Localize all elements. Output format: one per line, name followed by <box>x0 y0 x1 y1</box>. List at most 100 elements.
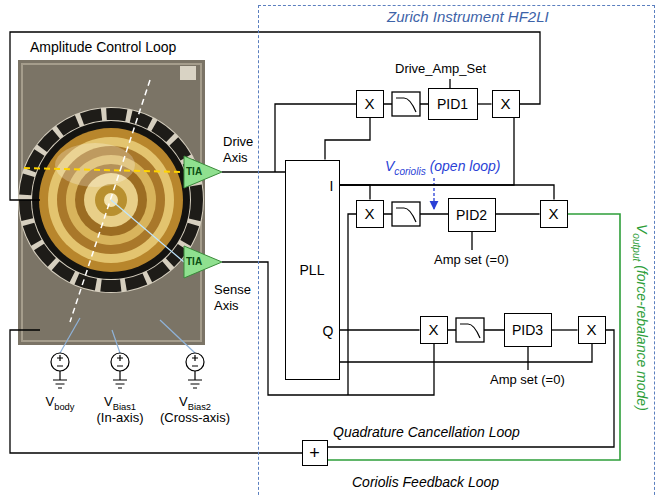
signal-name: (force-rebalance mode) <box>634 265 650 411</box>
node-text: Zurich Instrument HF2LI <box>387 8 549 26</box>
signal-wire <box>340 344 593 363</box>
node-text: PLL <box>300 262 325 278</box>
chip-substrate <box>18 60 205 345</box>
filter-curve <box>396 98 416 112</box>
amplifier-symbol <box>184 156 222 188</box>
setpoint-label: Amp set (=0) <box>434 252 509 268</box>
wires <box>10 32 540 453</box>
mixer-box: X <box>492 90 520 118</box>
signal-name: Vcoriolis (open loop) <box>385 158 500 180</box>
source-label: V <box>104 394 113 409</box>
axis-line <box>70 80 150 322</box>
loop-name: Amplitude Control Loop <box>30 39 176 55</box>
pid-box: PID1 <box>428 88 478 120</box>
source-label: Bias2 <box>188 402 211 412</box>
wire <box>10 330 302 453</box>
source-note: (Cross-axis) <box>160 410 230 425</box>
axis-label: Sense Axis <box>214 282 256 314</box>
signal-name: output <box>631 233 642 261</box>
mixer-box: X <box>356 200 384 228</box>
axis-line <box>111 200 184 262</box>
source-label: V <box>46 394 55 409</box>
wire <box>222 262 434 395</box>
mixer-box: X <box>540 200 568 228</box>
leader-line <box>112 330 120 353</box>
leader-line <box>60 318 80 353</box>
source-note: (Cross-axis) <box>160 410 230 426</box>
signal-wire <box>328 330 615 447</box>
electrode-slots <box>25 114 197 286</box>
wire <box>449 79 450 88</box>
node-text: X <box>500 96 510 112</box>
node-text: X <box>364 96 374 112</box>
pid-box: PID2 <box>448 198 496 232</box>
source-label: Bias1 <box>113 402 136 412</box>
signal-name: V <box>385 158 394 174</box>
node-text: X <box>364 206 374 222</box>
mixer-box: X <box>420 316 448 344</box>
node-text: X <box>428 322 438 338</box>
shell-ring <box>39 128 183 272</box>
source-label: Vbody <box>46 394 75 415</box>
loop-name: Quadrature Cancellation Loop <box>333 424 520 440</box>
signal-name: coriolis <box>394 166 425 177</box>
setpoint-label: Amp set (=0) <box>490 372 565 387</box>
wire <box>275 104 356 172</box>
loop-name: Coriolis Feedback Loop <box>352 474 499 490</box>
node-text: PID1 <box>437 96 468 112</box>
filter-curve <box>396 208 416 222</box>
amplifier-label: TIA <box>186 166 202 177</box>
source-label: VBias2 <box>179 394 211 415</box>
axis-label: Drive Axis <box>223 134 265 166</box>
node-text: X <box>548 206 558 222</box>
node-text: PID2 <box>456 207 487 223</box>
node-text: PID3 <box>512 322 543 338</box>
amplifier-label: TIA <box>186 256 202 267</box>
chip-pad <box>180 66 196 80</box>
pid-box: PID3 <box>504 313 552 347</box>
loop-name: Coriolis Feedback Loop <box>352 474 499 490</box>
ground-symbol <box>53 355 67 388</box>
instrument-frame: PLLIQXPID1XXPID2XXPID3X+Zurich Instrumen… <box>258 5 655 497</box>
wire <box>471 232 472 250</box>
wire <box>10 32 540 200</box>
signal-wire <box>552 329 578 330</box>
amplifier-label: TIA <box>186 257 202 267</box>
lowpass-filter-symbol <box>392 92 420 116</box>
lowpass-filter-symbol <box>456 318 484 342</box>
signal-name: V <box>634 224 650 233</box>
node-text: + <box>309 444 320 462</box>
voltage-sources <box>51 353 204 388</box>
amplifier-label: TIA <box>186 167 202 177</box>
chip-photo <box>18 60 205 345</box>
ground-symbol <box>188 355 202 388</box>
signal-wire <box>478 103 492 104</box>
wire <box>527 347 528 370</box>
summing-box: + <box>302 440 328 466</box>
source-label: body <box>54 402 74 412</box>
node-text: X <box>586 322 596 338</box>
axis-label: Sense Axis <box>214 282 251 313</box>
chip-edge <box>22 64 201 341</box>
source-label: VBias1 <box>104 394 136 415</box>
loop-name: Amplitude Control Loop <box>30 39 176 55</box>
loop-name: Quadrature Cancellation Loop <box>333 424 520 440</box>
signal-wire <box>340 329 420 330</box>
node-text: Q <box>323 323 334 339</box>
wire <box>348 214 356 395</box>
ground-symbol <box>113 355 127 388</box>
gap-ring <box>32 121 190 279</box>
setpoint-label: Amp set (=0) <box>434 252 509 267</box>
leader-line <box>160 320 195 353</box>
source-label: V <box>179 394 188 409</box>
pointer-arrow <box>433 178 434 209</box>
axis-line <box>24 168 184 172</box>
setpoint-label: Amp set (=0) <box>490 372 565 388</box>
signal-name: Voutput (force-rebalance mode) <box>628 224 650 411</box>
signal-name: (open loop) <box>430 158 501 174</box>
signal-wire <box>340 118 515 186</box>
axis-label: Drive Axis <box>223 134 253 165</box>
filter-curve <box>460 324 480 338</box>
